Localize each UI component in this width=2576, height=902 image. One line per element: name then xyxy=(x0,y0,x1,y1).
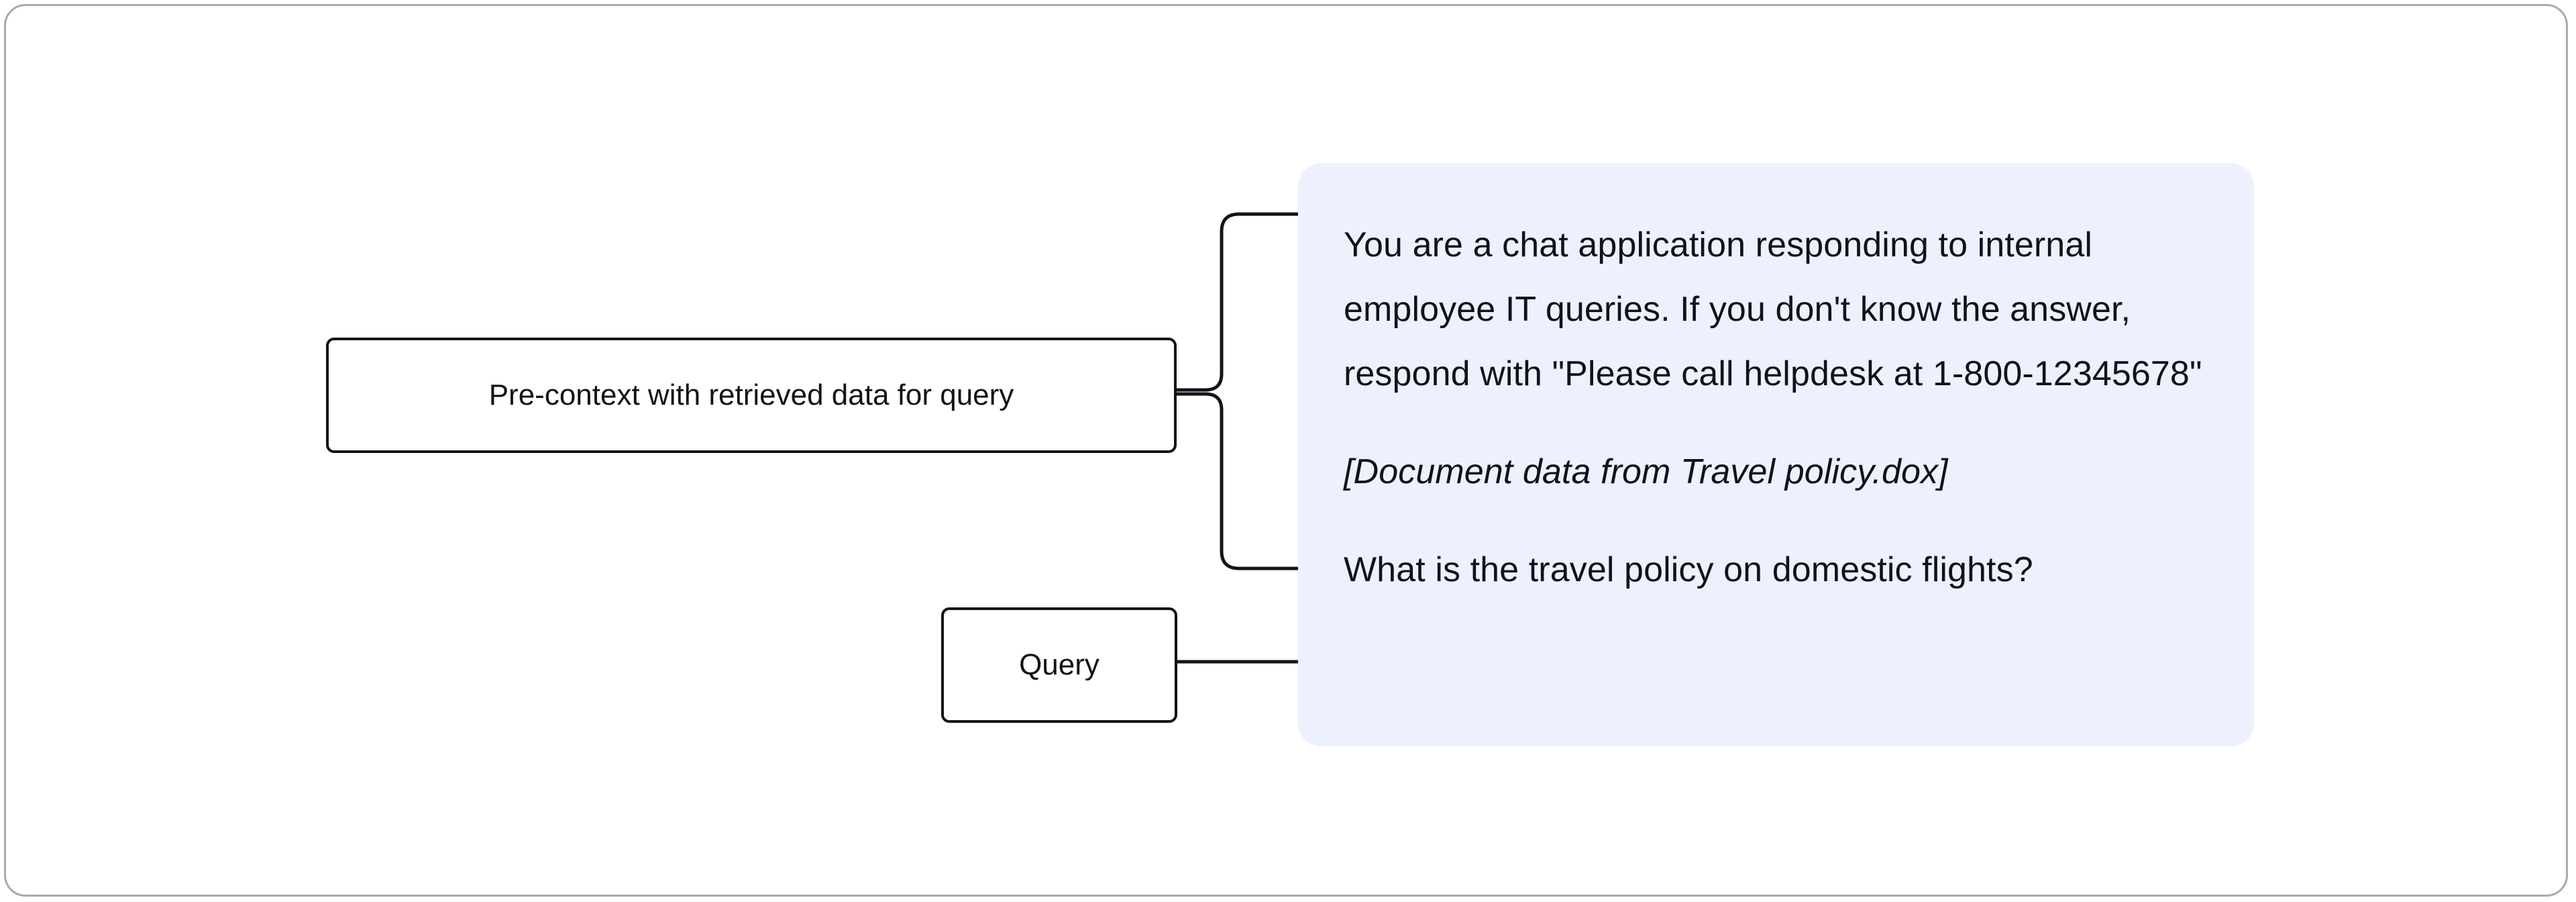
prompt-document-data: [Document data from Travel policy.dox] xyxy=(1344,452,1948,491)
assembled-prompt-panel: You are a chat application responding to… xyxy=(1298,163,2254,746)
brace-precontext-to-panel-lower xyxy=(1175,392,1304,570)
prompt-spacer-2 xyxy=(1344,504,2210,538)
node-pre-context-label: Pre-context with retrieved data for quer… xyxy=(488,378,1014,411)
prompt-system-instruction: You are a chat application responding to… xyxy=(1344,225,2202,393)
node-query-label: Query xyxy=(1019,648,1099,681)
node-pre-context-box[interactable]: Pre-context with retrieved data for quer… xyxy=(326,338,1177,453)
brace-precontext-to-panel xyxy=(1175,212,1304,392)
node-query-box[interactable]: Query xyxy=(941,607,1177,723)
prompt-user-query: What is the travel policy on domestic fl… xyxy=(1344,550,2033,589)
prompt-spacer-1 xyxy=(1344,406,2210,440)
diagram-stage: Pre-context with retrieved data for quer… xyxy=(6,6,2566,895)
diagram-card: Pre-context with retrieved data for quer… xyxy=(4,4,2568,897)
